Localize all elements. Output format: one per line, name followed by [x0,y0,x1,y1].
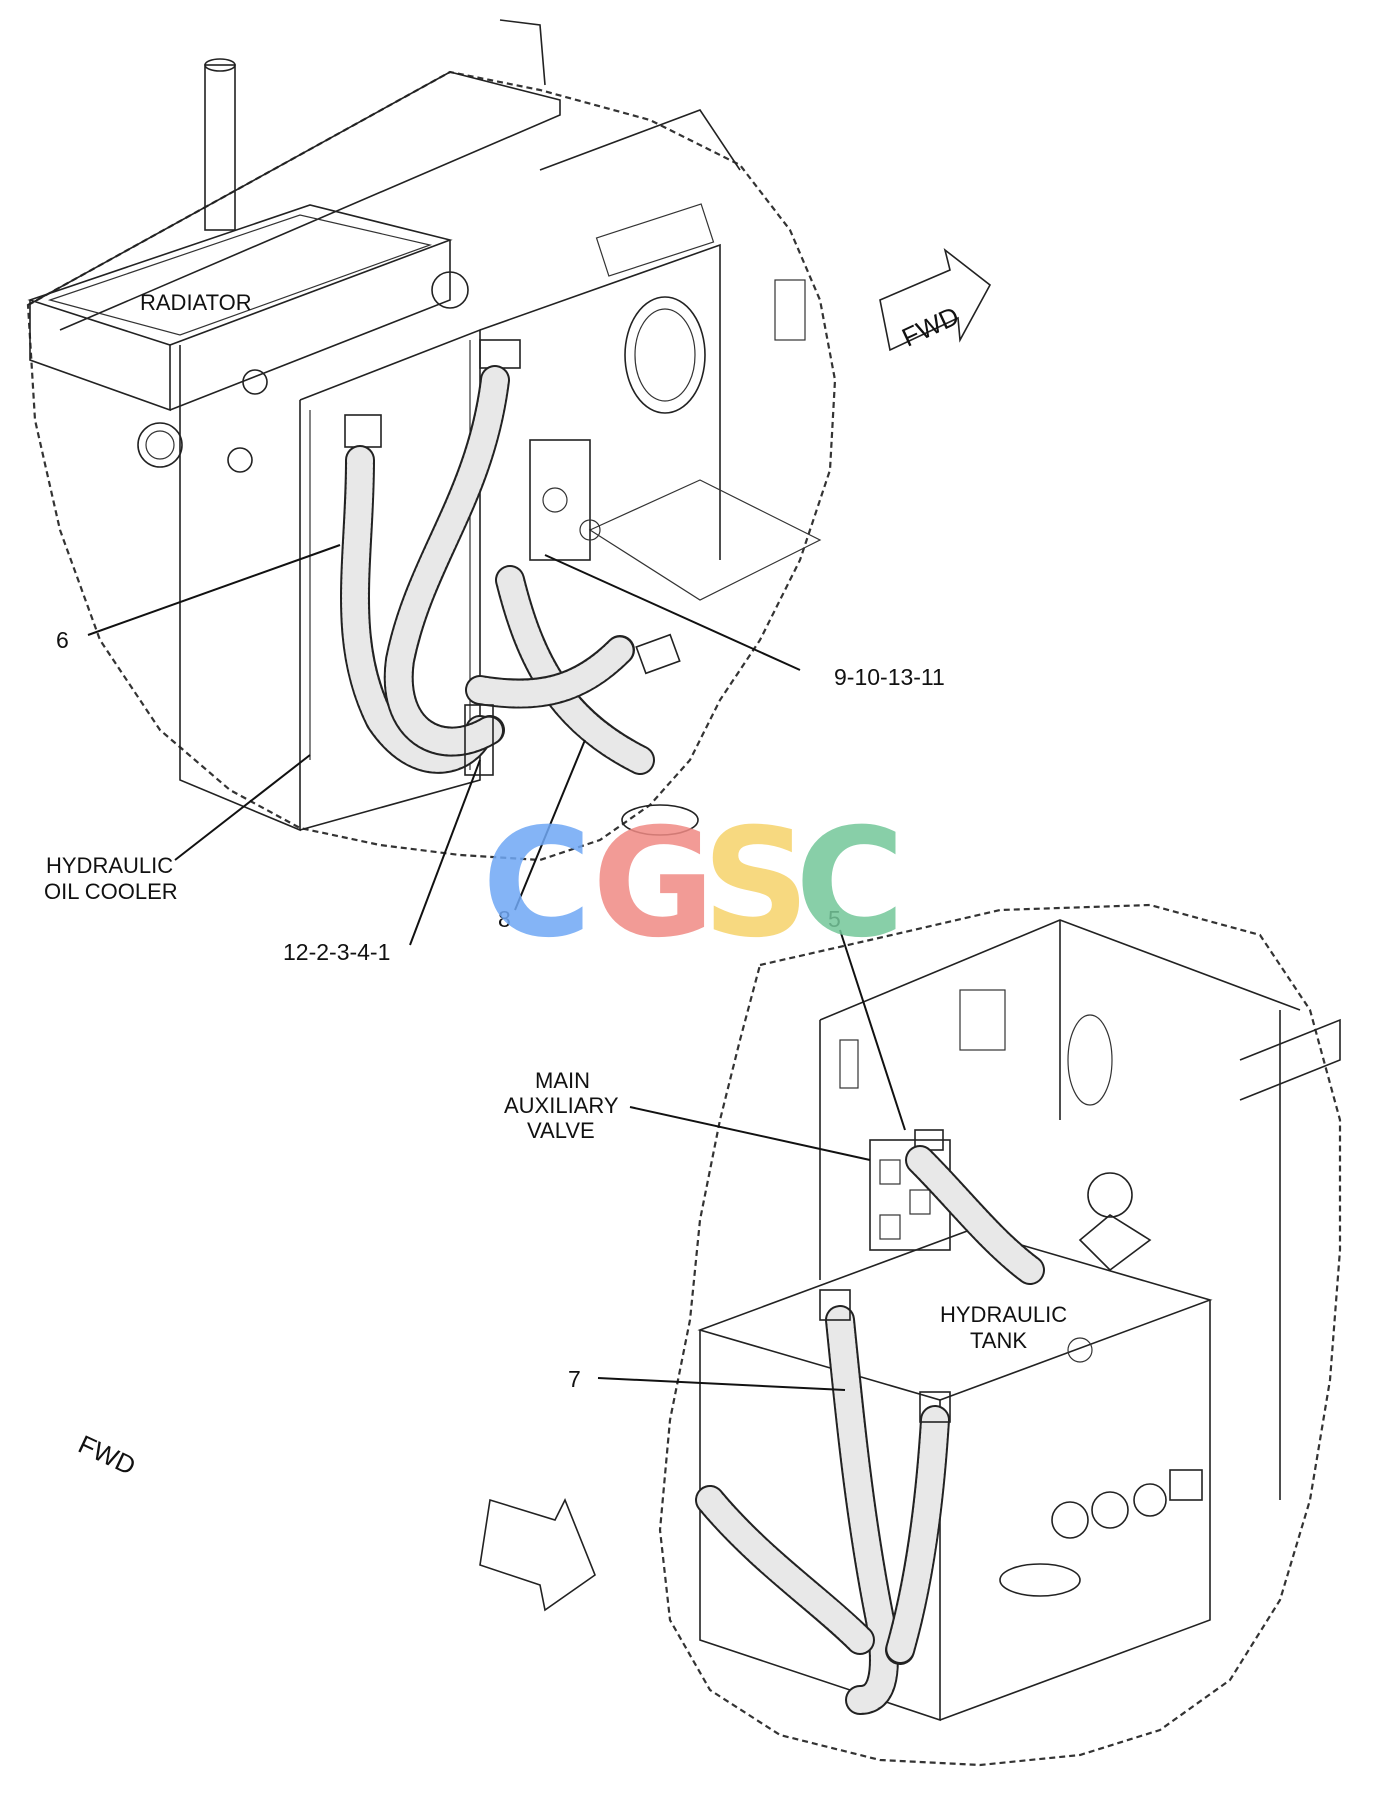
cgsc-watermark: C G S C [482,797,905,971]
callout-12-2-3-4-1: 12-2-3-4-1 [283,939,390,965]
hoses-top [340,365,655,776]
fittings [137,271,699,836]
leader-lines [87,544,906,1391]
watermark-letter-s: S [702,797,810,971]
hydraulic-tank-label-1: HYDRAULIC [940,1302,1067,1327]
aux-valve-label-1: MAIN [535,1068,590,1093]
radiator: RADIATOR [27,204,453,412]
fwd-arrow-top: FWD [879,247,992,353]
hydraulic-tank-label-2: TANK [970,1328,1027,1353]
exhaust-stack [204,58,236,231]
fwd-label-bottom: FWD [74,1429,140,1481]
callout-6: 6 [56,627,69,653]
oil-cooler-label-1: HYDRAULIC [46,853,173,878]
bottom-assembly-view: HYDRAULIC TANK FWD [74,903,1342,1767]
text-labels: HYDRAULIC OIL COOLER MAIN AUXILIARY VALV… [44,853,619,1143]
fwd-label-top: FWD [897,300,963,352]
top-assembly-view: RADIATOR [26,19,992,862]
aux-valve-label-3: VALVE [527,1118,595,1143]
fwd-arrow-bottom: FWD [74,1429,596,1612]
radiator-label: RADIATOR [140,290,252,315]
watermark-letter-g: G [592,797,715,971]
callouts: 6 9-10-13-11 12-2-3-4-1 8 5 7 [56,627,945,1392]
top-view-outline [26,70,837,862]
callout-7: 7 [568,1366,581,1392]
hoses-bottom [695,1145,1045,1715]
watermark-letter-c1: C [482,797,592,971]
callout-8: 8 [498,906,511,932]
aux-valve-label-2: AUXILIARY [504,1093,619,1118]
watermark-letter-c2: C [795,797,905,971]
oil-cooler-label-2: OIL COOLER [44,879,178,904]
hydraulic-tank: HYDRAULIC TANK [697,1172,1213,1722]
hydraulic-oil-cooler [179,328,481,832]
frame-wall [479,109,822,601]
frame-bottom [819,919,1341,1500]
bottom-view-outline [658,903,1342,1767]
callout-5: 5 [828,906,841,932]
callout-9-10-13-11: 9-10-13-11 [834,664,945,690]
